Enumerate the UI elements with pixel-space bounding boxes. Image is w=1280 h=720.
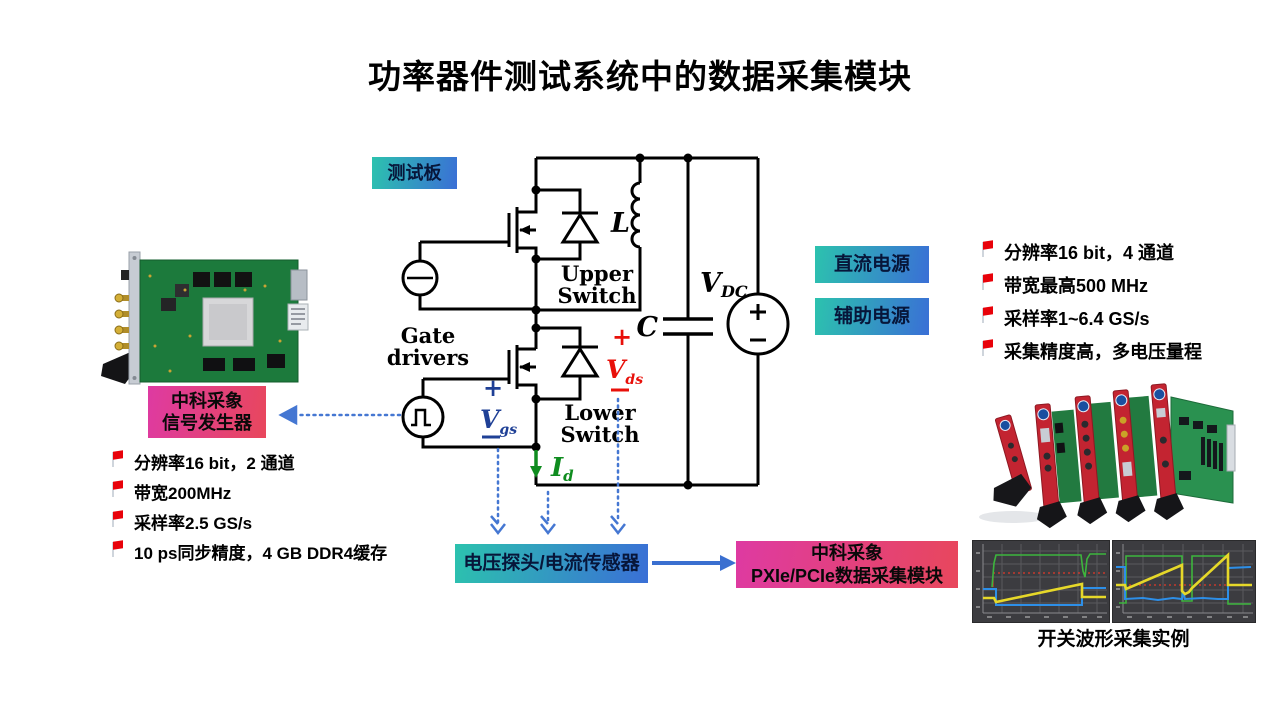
inductor-coil bbox=[630, 181, 641, 249]
trace-green bbox=[991, 553, 1106, 588]
gold-vias bbox=[148, 274, 282, 373]
list-item: 带宽200MHz bbox=[110, 479, 440, 504]
svg-text:+: + bbox=[612, 322, 632, 351]
vdc-source bbox=[726, 292, 790, 356]
flag-icon bbox=[980, 339, 994, 357]
tick-marks bbox=[976, 552, 1102, 618]
pxie-card bbox=[1034, 403, 1082, 529]
list-item: 10 ps同步精度，4 GB DDR4缓存 bbox=[110, 539, 440, 564]
arrow-to-siggen bbox=[278, 404, 298, 426]
lower-switch-label-1: Lower bbox=[564, 400, 636, 425]
upper-mosfet-arrow bbox=[519, 225, 530, 235]
vdc-label: VDC bbox=[700, 268, 748, 301]
trace-yellow bbox=[1116, 552, 1252, 596]
inductor-label: L bbox=[610, 208, 630, 239]
signal-generator-photo bbox=[101, 251, 309, 385]
flag-icon bbox=[110, 480, 124, 498]
pxie-card bbox=[1074, 395, 1119, 525]
capacitor-plates bbox=[663, 317, 713, 336]
signal-generator-banner: 中科采象 信号发生器 bbox=[148, 386, 266, 438]
upper-gate-driver-source bbox=[401, 259, 439, 297]
trace-blue bbox=[1116, 566, 1252, 602]
daq-module-banner: 中科采象 PXIe/PCIe数据采集模块 bbox=[736, 541, 958, 588]
connector-top bbox=[121, 270, 129, 280]
grid bbox=[1123, 544, 1253, 613]
lower-mosfet-arrow bbox=[519, 362, 530, 372]
edge-connector bbox=[290, 269, 308, 301]
id-label: Id bbox=[530, 450, 574, 485]
circuit-wires bbox=[401, 156, 790, 487]
probe-sensor-banner: 电压探头/电流传感器 bbox=[455, 544, 648, 583]
upper-diode bbox=[560, 212, 600, 244]
lower-diode bbox=[560, 346, 600, 378]
flag-icon bbox=[980, 306, 994, 324]
gate-drivers-label-2: drivers bbox=[387, 345, 469, 370]
dc-power-banner: 直流电源 bbox=[815, 246, 929, 283]
dotted-arrows bbox=[294, 397, 620, 524]
waveform-plot-double-pulse bbox=[972, 540, 1110, 623]
flag-icon bbox=[110, 450, 124, 468]
waveform-caption: 开关波形采集实例 bbox=[1037, 629, 1190, 650]
trace-blue bbox=[983, 587, 1106, 606]
arrow-probe-to-daq bbox=[652, 555, 736, 571]
grid bbox=[983, 544, 1107, 613]
list-item: 分辨率16 bit，2 通道 bbox=[110, 449, 440, 474]
flag-icon bbox=[980, 273, 994, 291]
flag-icon bbox=[980, 240, 994, 258]
svg-text:Id: Id bbox=[550, 453, 574, 485]
pxie-card bbox=[1150, 383, 1184, 521]
svg-text:+: + bbox=[483, 373, 503, 402]
list-item: 采样率1~6.4 GS/s bbox=[980, 305, 1280, 331]
circuit-labels: L C VDC Upper Switch Lower Switch Gate d… bbox=[387, 208, 748, 485]
trace-yellow bbox=[983, 582, 1106, 604]
flag-icon bbox=[110, 510, 124, 528]
sma-connectors bbox=[114, 293, 129, 351]
list-item: 采样率2.5 GS/s bbox=[110, 509, 440, 534]
pulse-source bbox=[401, 395, 445, 439]
gate-drivers-label-1: Gate bbox=[401, 323, 456, 348]
signal-generator-specs: 分辨率16 bit，2 通道 带宽200MHz 采样率2.5 GS/s 10 p… bbox=[110, 449, 440, 569]
junction-dots bbox=[519, 153, 693, 490]
upper-switch-label-1: Upper bbox=[561, 261, 634, 286]
list-item: 带宽最高500 MHz bbox=[980, 272, 1280, 298]
aux-power-banner: 辅助电源 bbox=[815, 298, 929, 335]
circuit-diagram: L C VDC Upper Switch Lower Switch Gate d… bbox=[278, 153, 790, 571]
pxie-card bbox=[1112, 389, 1158, 523]
tick-marks bbox=[1116, 552, 1248, 618]
vds-label: + Vds bbox=[606, 322, 643, 392]
pxie-card bbox=[993, 414, 1032, 507]
daq-module-specs: 分辨率16 bit，4 通道 带宽最高500 MHz 采样率1~6.4 GS/s… bbox=[980, 239, 1280, 371]
waveform-plot-switching bbox=[1112, 540, 1256, 623]
upper-switch-label-2: Switch bbox=[558, 283, 637, 308]
arrowheads bbox=[278, 404, 626, 536]
svg-text:Vgs: Vgs bbox=[480, 405, 517, 438]
test-board-banner: 测试板 bbox=[372, 157, 457, 189]
lower-switch-label-2: Switch bbox=[561, 422, 640, 447]
list-item: 分辨率16 bit，4 通道 bbox=[980, 239, 1280, 265]
page-title: 功率器件测试系统中的数据采集模块 bbox=[368, 58, 912, 95]
vgs-label: + Vgs bbox=[480, 373, 517, 439]
capacitor-label: C bbox=[637, 312, 659, 343]
list-item: 采集精度高，多电压量程 bbox=[980, 338, 1280, 364]
flag-icon bbox=[110, 540, 124, 558]
faceplate bbox=[128, 251, 141, 385]
daq-modules-photo bbox=[979, 383, 1236, 529]
pulse-glyph bbox=[411, 408, 431, 427]
svg-text:Vds: Vds bbox=[606, 355, 643, 388]
